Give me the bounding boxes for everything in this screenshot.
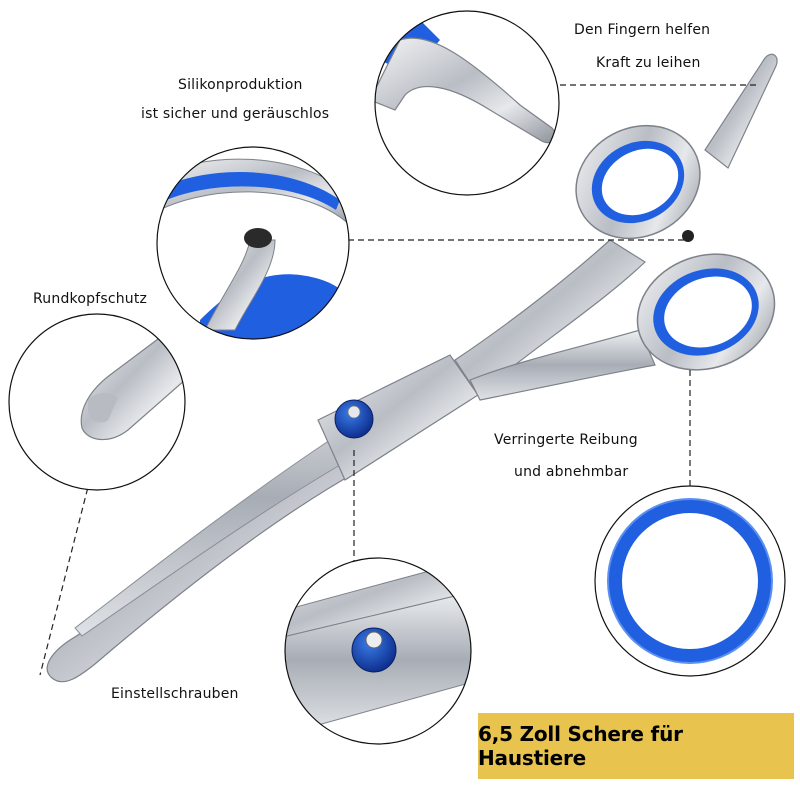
label-silikon-line2: ist sicher und geräuschlos (141, 106, 330, 122)
scissors-image (46, 53, 778, 683)
label-silikon-line1: Silikonproduktion (178, 77, 303, 93)
label-reibung-line1: Verringerte Reibung (494, 432, 638, 448)
banner-text: 6,5 Zoll Schere für Haustiere (478, 722, 683, 770)
label-reibung-line2: und abnehmbar (514, 464, 629, 480)
detail-circle-round-tip (8, 313, 186, 491)
label-schrauben: Einstellschrauben (111, 686, 239, 702)
detail-circle-silicone (156, 146, 350, 340)
detail-circle-blue-ring (594, 485, 786, 677)
detail-circle-finger-rest (374, 10, 560, 196)
detail-circle-screw (284, 557, 472, 745)
label-finger-line2: Kraft zu leihen (596, 55, 701, 71)
size-banner: 6,5 Zoll Schere für Haustiere (478, 713, 794, 779)
label-rundkopf: Rundkopfschutz (33, 291, 148, 307)
label-finger-line1: Den Fingern helfen (574, 22, 711, 38)
